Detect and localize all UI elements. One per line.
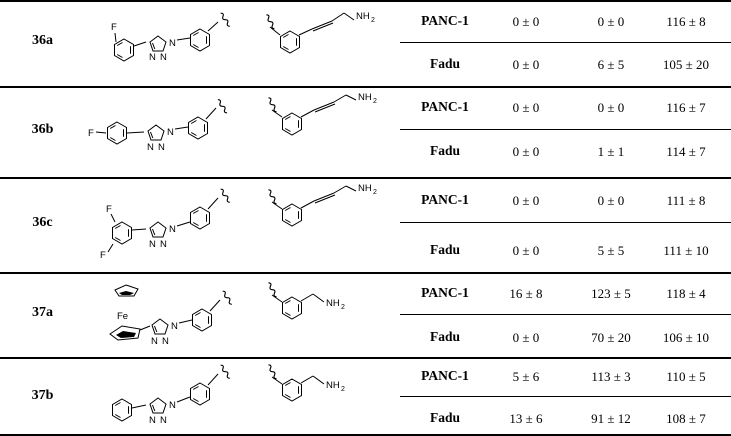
substituent-label: F (88, 128, 94, 139)
svg-text:N: N (158, 142, 165, 153)
compound-label: 36a (32, 33, 53, 48)
svg-text:N: N (169, 224, 176, 235)
svg-text:2: 2 (341, 386, 345, 393)
value-cell: 0 ± 0 (512, 243, 540, 258)
structure-37b-right: NH 2 (266, 363, 345, 402)
amine-label: NH (358, 92, 372, 103)
svg-text:N: N (160, 415, 167, 426)
cell-line-label: Fadu (429, 329, 460, 344)
value-cell: 5 ± 5 (597, 243, 625, 258)
subrow-divider (400, 314, 731, 315)
value-cell: 1 ± 1 (597, 144, 625, 159)
svg-text:N: N (160, 239, 167, 250)
value-cell: 110 ± 5 (666, 369, 706, 384)
value-cell: 116 ± 8 (666, 14, 706, 29)
cell-line-label: PANC-1 (421, 285, 469, 300)
svg-text:N: N (167, 127, 174, 138)
substituent-label: F (106, 204, 112, 215)
svg-text:2: 2 (373, 98, 377, 105)
svg-text:N: N (171, 321, 178, 332)
value-cell: 0 ± 0 (597, 100, 625, 115)
cell-line-label: Fadu (429, 242, 460, 257)
row-divider (0, 357, 731, 359)
value-cell: 0 ± 0 (512, 57, 540, 72)
amine-label: NH (326, 298, 340, 309)
value-cell: 108 ± 7 (666, 411, 706, 426)
cell-line-label: PANC-1 (421, 99, 469, 114)
amine-label: NH (356, 11, 370, 22)
subrow-divider (400, 42, 731, 43)
value-cell: 106 ± 10 (662, 330, 710, 345)
structure-36a-right: NH 2 (264, 11, 375, 54)
compound-label: 37b (31, 388, 54, 403)
structure-36b-right: NH 2 (266, 92, 377, 136)
row-divider (0, 86, 731, 88)
value-cell: 105 ± 20 (662, 57, 710, 72)
substituent-label: F (100, 250, 106, 261)
value-cell: 70 ± 20 (591, 330, 631, 345)
structure-36b-left: F N N N (88, 98, 229, 153)
cell-line-label: Fadu (429, 410, 460, 425)
compound-label: 36b (31, 122, 54, 137)
cell-line-label: Fadu (429, 143, 460, 158)
svg-text:N: N (149, 239, 156, 250)
svg-text:N: N (151, 336, 158, 347)
cell-line-label: Fadu (429, 56, 460, 71)
structure-36a-left: F N N N (111, 11, 232, 63)
value-cell: 123 ± 5 (591, 286, 631, 301)
value-cell: 0 ± 0 (512, 193, 540, 208)
subrow-divider (400, 396, 731, 397)
value-cell: 0 ± 0 (597, 14, 625, 29)
structure-37a-right: NH 2 (266, 281, 345, 320)
svg-text:N: N (149, 415, 156, 426)
value-cell: 111 ± 8 (666, 193, 706, 208)
value-cell: 13 ± 6 (509, 411, 543, 426)
svg-text:N: N (169, 400, 176, 411)
value-cell: 6 ± 5 (597, 57, 625, 72)
structure-36c-left: F F N N N (100, 187, 232, 261)
amine-label: NH (358, 183, 372, 194)
svg-text:2: 2 (341, 304, 345, 311)
compound-label: 37a (32, 305, 53, 320)
value-cell: 0 ± 0 (512, 144, 540, 159)
value-cell: 0 ± 0 (597, 193, 625, 208)
value-cell: 0 ± 0 (512, 330, 540, 345)
row-divider (0, 0, 731, 2)
value-cell: 5 ± 6 (512, 369, 540, 384)
structure-37a-left: Fe N N N (109, 284, 234, 347)
value-cell: 113 ± 3 (591, 369, 631, 384)
row-divider (0, 434, 731, 436)
ferrocene-label: Fe (117, 311, 128, 322)
structure-36c-right: NH 2 (266, 183, 377, 227)
value-cell: 0 ± 0 (512, 14, 540, 29)
cell-line-label: PANC-1 (421, 13, 469, 28)
svg-text:N: N (162, 336, 169, 347)
cell-line-label: PANC-1 (421, 368, 469, 383)
subrow-divider (400, 129, 731, 130)
svg-text:2: 2 (373, 189, 377, 196)
value-cell: 16 ± 8 (509, 286, 543, 301)
svg-text:N: N (149, 52, 156, 63)
structure-37b-left: N N N (112, 363, 232, 426)
value-cell: 118 ± 4 (666, 286, 706, 301)
cell-line-label: PANC-1 (421, 192, 469, 207)
svg-text:2: 2 (371, 17, 375, 24)
value-cell: 116 ± 7 (666, 100, 706, 115)
svg-text:N: N (147, 142, 154, 153)
amine-label: NH (326, 380, 340, 391)
substituent-label: F (111, 22, 117, 33)
value-cell: 91 ± 12 (591, 411, 631, 426)
row-divider (0, 177, 731, 179)
svg-text:N: N (160, 52, 167, 63)
compound-label: 36c (32, 215, 53, 230)
value-cell: 111 ± 10 (663, 243, 709, 258)
value-cell: 0 ± 0 (512, 100, 540, 115)
value-cell: 114 ± 7 (666, 144, 706, 159)
row-divider (0, 272, 731, 274)
svg-text:N: N (169, 38, 176, 49)
subrow-divider (400, 222, 731, 223)
